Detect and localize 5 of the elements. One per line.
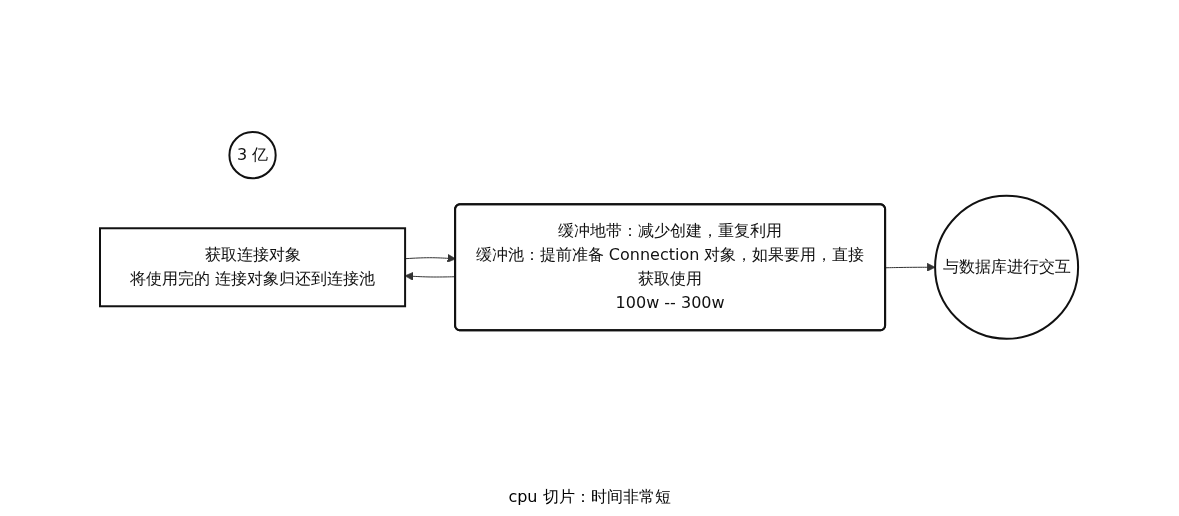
arrow (885, 262, 936, 272)
node-circle: 3 亿 (228, 130, 278, 179)
node-circle: 与数据库进行交互 (934, 194, 1080, 340)
node-box: 获取连接对象 将使用完的 连接对象归还到连接池 (99, 226, 407, 307)
note-text: cpu 切片：时间非常短 (508, 487, 671, 506)
